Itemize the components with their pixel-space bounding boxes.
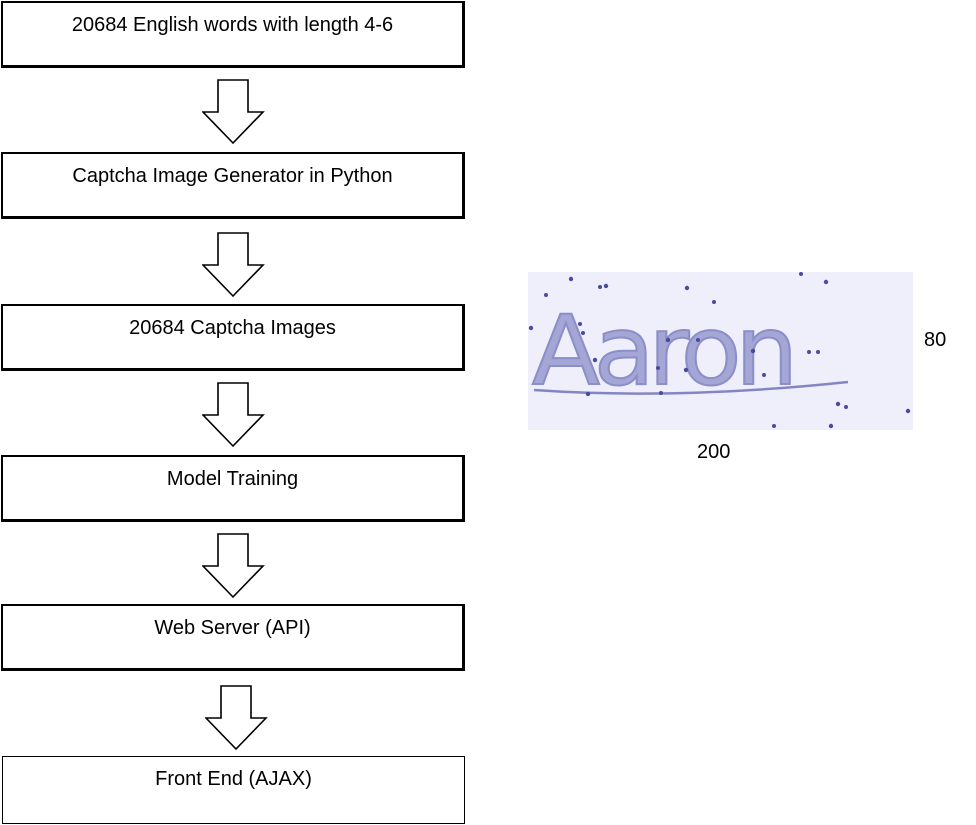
captcha-underline bbox=[533, 380, 849, 395]
step-label: Captcha Image Generator in Python bbox=[72, 165, 393, 187]
step-label: 20684 Captcha Images bbox=[129, 317, 336, 339]
step-label: Web Server (API) bbox=[154, 617, 311, 639]
step-box-generator: Captcha Image Generator in Python bbox=[1, 152, 465, 219]
down-arrow-icon bbox=[202, 232, 265, 298]
captcha-noise-dots bbox=[528, 272, 911, 429]
step-box-model-training: Model Training bbox=[1, 455, 465, 522]
captcha-example-image: Aaron bbox=[528, 272, 913, 430]
captcha-height-label: 80 bbox=[924, 329, 947, 351]
captcha-background bbox=[528, 272, 913, 430]
step-box-front-end: Front End (AJAX) bbox=[2, 756, 465, 824]
captcha-width-label: 200 bbox=[697, 441, 731, 463]
step-box-captcha-images: 20684 Captcha Images bbox=[1, 304, 465, 371]
step-label: 20684 English words with length 4-6 bbox=[71, 14, 394, 36]
down-arrow-icon bbox=[202, 79, 265, 145]
down-arrow-icon bbox=[202, 382, 265, 448]
step-label: Front End (AJAX) bbox=[155, 768, 312, 790]
down-arrow-icon bbox=[202, 533, 265, 599]
down-arrow-icon bbox=[205, 685, 268, 751]
step-box-web-server: Web Server (API) bbox=[1, 604, 465, 671]
step-label: Model Training bbox=[166, 468, 299, 490]
step-box-words: 20684 English words with length 4-6 bbox=[1, 1, 465, 68]
